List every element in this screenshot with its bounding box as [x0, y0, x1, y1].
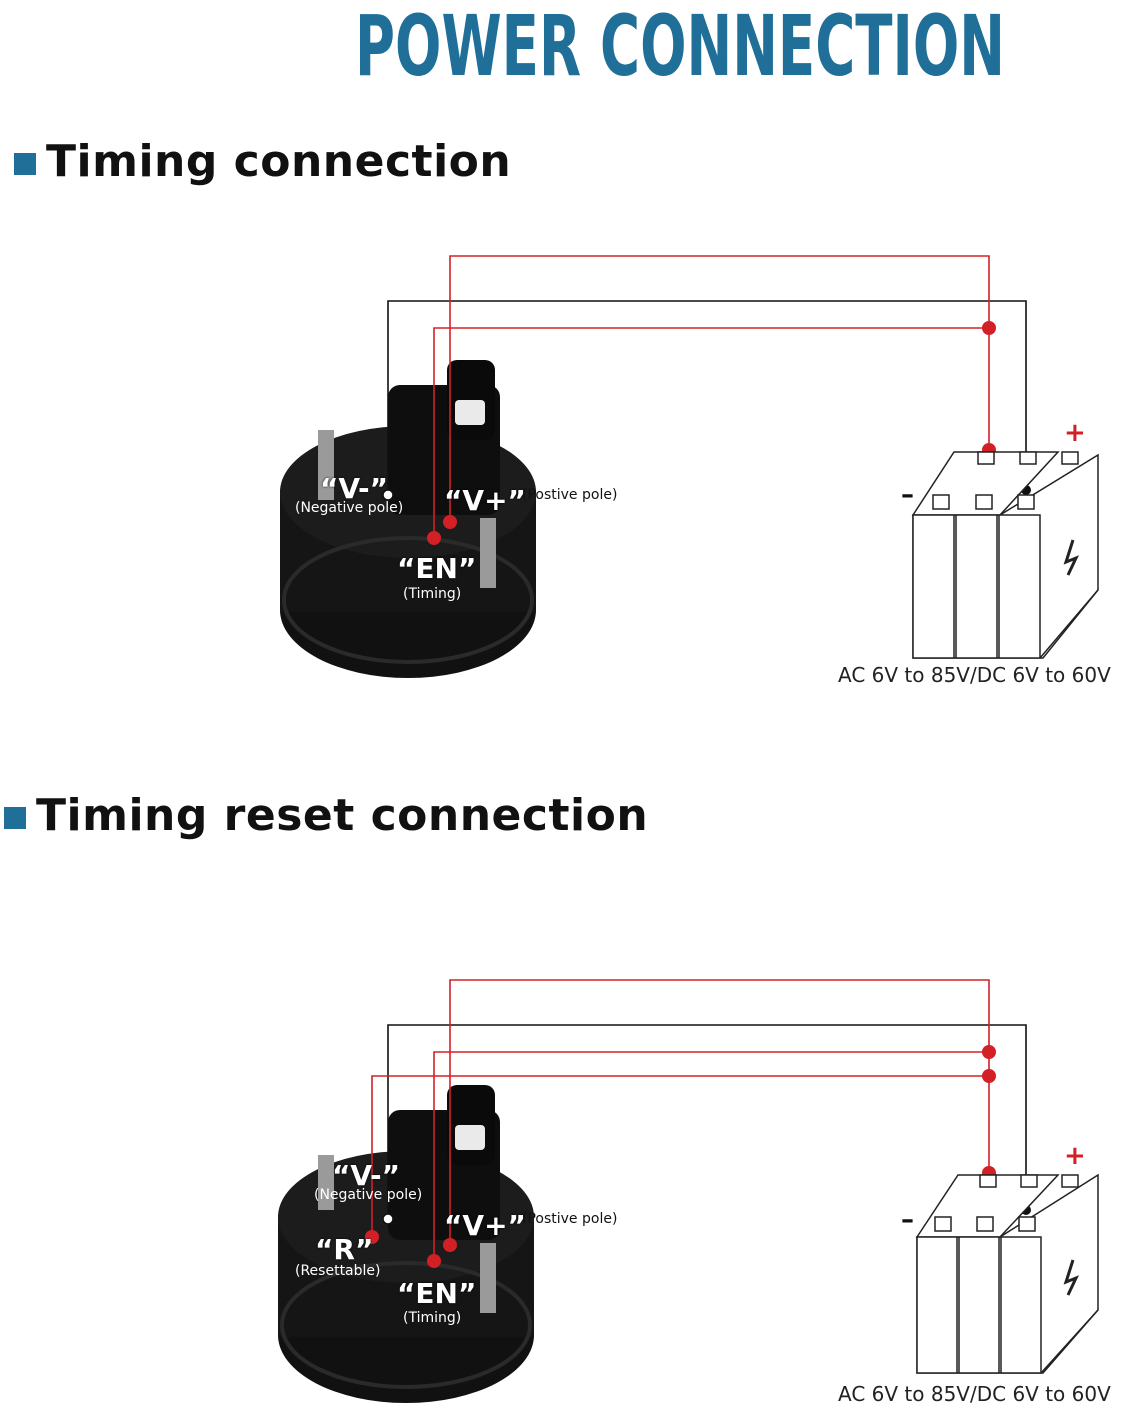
- section-heading-reset: Timing reset connection: [4, 790, 648, 841]
- supply-voltage-label: AC 6V to 85V/DC 6V to 60V: [838, 1382, 1111, 1406]
- minus-sign-icon: –: [901, 480, 914, 510]
- junction-r-dot: [982, 1069, 996, 1083]
- supply-voltage-label: AC 6V to 85V/DC 6V to 60V: [838, 663, 1111, 687]
- wiring: [387, 255, 1027, 538]
- label-vplus-desc: (Postive pole): [522, 1211, 618, 1227]
- terminal-en-dot: [427, 1254, 441, 1268]
- plus-sign-icon: +: [1064, 418, 1086, 448]
- label-en: “EN”: [397, 552, 477, 585]
- label-en: “EN”: [397, 1277, 477, 1310]
- label-vplus-desc: (Postive pole): [522, 487, 618, 503]
- terminal-vminus-dot: [382, 489, 394, 501]
- plus-sign-icon: +: [1064, 1141, 1086, 1171]
- battery-pack-icon: [915, 1173, 1099, 1374]
- timing-diagram: “V-” (Negative pole) “V+” (Postive pole)…: [0, 240, 1135, 760]
- junction-en-dot: [982, 321, 996, 335]
- junction-en-dot: [982, 1045, 996, 1059]
- section-heading-text: Timing reset connection: [36, 790, 649, 841]
- terminal-vminus-dot: [382, 1213, 394, 1225]
- label-vminus: “V-”: [332, 1159, 401, 1192]
- timer-device: [278, 1085, 534, 1403]
- page-title: POWER CONNECTION: [0, 0, 1135, 90]
- label-vplus: “V+”: [444, 1209, 526, 1242]
- label-vminus-desc: (Negative pole): [295, 500, 404, 516]
- label-vminus-desc: (Negative pole): [314, 1187, 423, 1203]
- label-vplus: “V+”: [444, 484, 526, 517]
- label-r-desc: (Resettable): [295, 1263, 381, 1279]
- terminal-en-dot: [427, 531, 441, 545]
- section-heading-timing: Timing connection: [14, 136, 511, 187]
- label-vminus: “V-”: [320, 472, 389, 505]
- label-en-desc: (Timing): [403, 1310, 462, 1326]
- terminal-vplus-dot: [443, 1238, 457, 1252]
- timer-device: [280, 360, 536, 678]
- label-en-desc: (Timing): [403, 586, 462, 602]
- heading-bullet-icon: [4, 806, 26, 829]
- heading-bullet-icon: [14, 152, 36, 175]
- reset-diagram: “V-” (Negative pole) “V+” (Postive pole)…: [0, 965, 1135, 1408]
- battery-pack-icon: [911, 451, 1099, 659]
- terminal-vplus-dot: [443, 515, 457, 529]
- minus-sign-icon: –: [901, 1205, 914, 1235]
- terminal-r-dot: [365, 1230, 379, 1244]
- page-title-text: POWER CONNECTION: [355, 0, 1005, 90]
- section-heading-text: Timing connection: [46, 136, 512, 187]
- label-r: “R”: [315, 1233, 374, 1266]
